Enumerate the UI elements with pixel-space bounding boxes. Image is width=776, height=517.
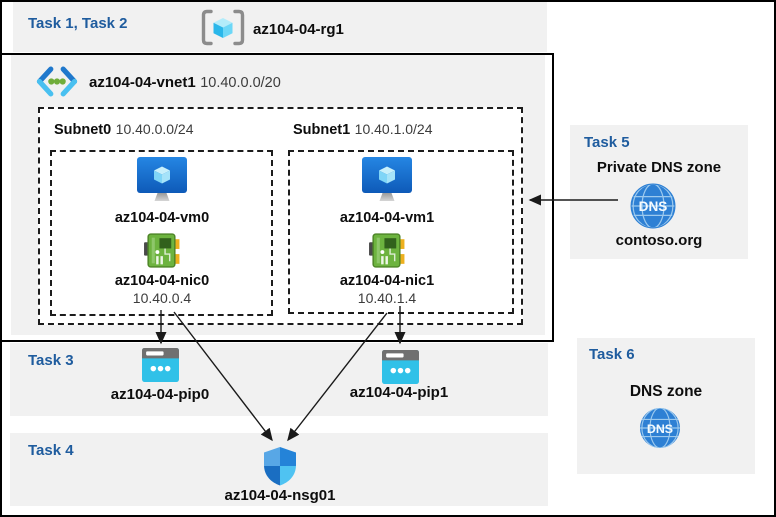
vm1-name: az104-04-vm1 bbox=[339, 210, 435, 226]
subnet1-name: Subnet1 bbox=[293, 122, 351, 138]
private-dns-zone-name: contoso.org bbox=[615, 232, 703, 249]
pip1-name: az104-04-pip1 bbox=[349, 384, 449, 401]
nic0-ip: 10.40.0.4 bbox=[132, 290, 192, 306]
pip0-name: az104-04-pip0 bbox=[110, 386, 210, 403]
subnet1-title: Subnet1 10.40.1.0/24 bbox=[293, 121, 433, 139]
dns-icon-text: DNS bbox=[639, 199, 668, 214]
vnet-name: az104-04-vnet1 bbox=[89, 74, 196, 91]
vnet-icon bbox=[36, 66, 78, 97]
nic0-name: az104-04-nic0 bbox=[114, 273, 210, 289]
task-4-label: Task 4 bbox=[28, 442, 74, 459]
vm0-icon bbox=[137, 157, 187, 201]
dns-icon-text: DNS bbox=[647, 422, 673, 436]
resource-group-icon bbox=[201, 9, 245, 46]
subnet1-cidr: 10.40.1.0/24 bbox=[354, 121, 433, 137]
vnet-cidr: 10.40.0.0/20 bbox=[200, 75, 281, 91]
pip1-icon bbox=[382, 350, 419, 384]
vnet-title: az104-04-vnet1 10.40.0.0/20 bbox=[89, 74, 281, 92]
task-3-label: Task 3 bbox=[28, 352, 74, 369]
dns-zone-icon: DNS bbox=[639, 407, 681, 449]
nic1-icon bbox=[369, 233, 405, 268]
dns-zone-title: DNS zone bbox=[629, 383, 703, 400]
task-1-2-label: Task 1, Task 2 bbox=[28, 15, 128, 32]
task-6-label: Task 6 bbox=[589, 346, 635, 363]
subnet0-cidr: 10.40.0.0/24 bbox=[115, 121, 194, 137]
task-6-box: Task 6 DNS zone DNS bbox=[577, 338, 755, 474]
vm1-icon bbox=[362, 157, 412, 201]
nsg-name: az104-04-nsg01 bbox=[224, 487, 336, 504]
nic1-ip: 10.40.1.4 bbox=[357, 290, 417, 306]
private-dns-zone-title: Private DNS zone bbox=[596, 159, 722, 176]
task-4-band: Task 4 bbox=[10, 433, 548, 506]
task-5-label: Task 5 bbox=[584, 134, 630, 151]
subnet0-name: Subnet0 bbox=[54, 122, 112, 138]
private-dns-zone-icon: DNS bbox=[630, 183, 676, 229]
task-5-box: Task 5 Private DNS zone DNS contoso.org bbox=[570, 125, 748, 259]
task-3-band: Task 3 bbox=[10, 343, 548, 416]
nsg-shield-icon bbox=[264, 447, 296, 486]
pip0-icon bbox=[142, 348, 179, 382]
vm0-name: az104-04-vm0 bbox=[114, 210, 210, 226]
resource-group-name: az104-04-rg1 bbox=[253, 21, 344, 38]
task-1-2-band: Task 1, Task 2 bbox=[13, 2, 547, 52]
nic1-name: az104-04-nic1 bbox=[339, 273, 435, 289]
nic0-icon bbox=[144, 233, 180, 268]
subnet0-title: Subnet0 10.40.0.0/24 bbox=[54, 121, 194, 139]
